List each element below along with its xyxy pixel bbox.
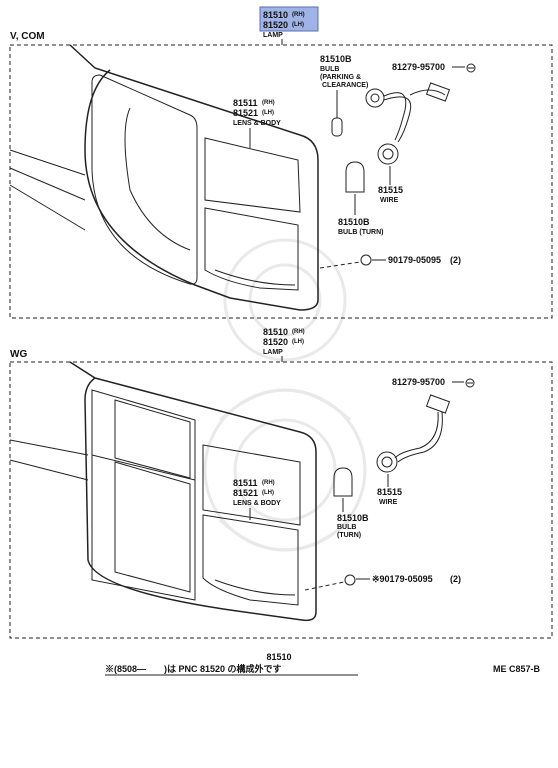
callout-name: LAMP: [263, 32, 283, 39]
section1-title: V, COM: [10, 31, 45, 42]
svg-text:(LH): (LH): [292, 339, 304, 345]
svg-text:81510B: 81510B: [320, 54, 352, 64]
svg-text:(TURN): (TURN): [337, 532, 361, 539]
svg-text:LENS & BODY: LENS & BODY: [233, 120, 281, 127]
svg-text:81510B: 81510B: [338, 217, 370, 227]
footer-ref: ME C857-B: [493, 664, 541, 674]
section1-nut[interactable]: 90179-05095 (2): [319, 254, 461, 269]
svg-text:LAMP: LAMP: [263, 349, 283, 356]
top-lamp-callout[interactable]: 81510 (RH) 81520 (LH) LAMP: [259, 6, 319, 45]
footer: 81510 ※(8508— )は PNC 81520 の構成外です ME C85…: [105, 652, 541, 676]
nut-icon: [344, 574, 356, 586]
svg-text:※90179-05095: ※90179-05095: [372, 574, 433, 584]
svg-text:90179-05095: 90179-05095: [388, 255, 441, 265]
svg-text:81515: 81515: [378, 185, 403, 195]
bulb-small-icon: [331, 117, 343, 137]
svg-text:81511: 81511: [233, 98, 258, 108]
section1-lamp-assembly[interactable]: [9, 44, 319, 311]
svg-text:BULB: BULB: [337, 524, 356, 531]
section2-wire-socket[interactable]: 81515 WIRE: [376, 394, 451, 506]
section2-title: WG: [10, 349, 27, 360]
connector-icon: [425, 82, 451, 102]
callout-highlight: [259, 6, 319, 32]
section1-bulb-turn[interactable]: 81510B BULB (TURN): [338, 161, 384, 236]
svg-text:81510: 81510: [263, 327, 288, 337]
svg-text:81521: 81521: [233, 488, 258, 498]
svg-text:81515: 81515: [377, 487, 402, 497]
svg-text:(RH): (RH): [262, 100, 275, 106]
svg-text:(2): (2): [450, 255, 461, 265]
section1-wire-socket[interactable]: 81515 WIRE: [365, 82, 451, 204]
svg-text:81510B: 81510B: [337, 513, 369, 523]
svg-text:(PARKING &: (PARKING &: [320, 74, 361, 81]
section2-lamp-callout[interactable]: 81510 (RH) 81520 (LH) LAMP: [263, 327, 305, 362]
section1-frame: [9, 44, 553, 319]
svg-text:(LH): (LH): [262, 490, 274, 496]
callout-lh: (LH): [292, 22, 304, 28]
svg-text:(2): (2): [450, 574, 461, 584]
section1-bulb-parking[interactable]: 81510B BULB (PARKING & CLEARANCE): [320, 54, 368, 137]
svg-text:WIRE: WIRE: [380, 197, 399, 204]
socket-icon: [365, 88, 385, 108]
socket-icon: [377, 143, 399, 165]
screw-icon: [466, 63, 476, 73]
svg-text:81279-95700: 81279-95700: [392, 377, 445, 387]
callout-pn-lh: 81520: [263, 20, 288, 30]
svg-text:BULB (TURN): BULB (TURN): [338, 229, 384, 236]
screw-icon: [465, 378, 475, 388]
callout-rh: (RH): [292, 12, 305, 18]
svg-text:(LH): (LH): [262, 110, 274, 116]
section2-frame: [9, 361, 553, 639]
callout-pn-rh: 81510: [263, 10, 288, 20]
svg-text:(RH): (RH): [262, 480, 275, 486]
svg-text:81279-95700: 81279-95700: [392, 62, 445, 72]
svg-text:LENS & BODY: LENS & BODY: [233, 500, 281, 507]
section2-lens-label: 81511 (RH) 81521 (LH) LENS & BODY: [233, 478, 281, 520]
svg-text:CLEARANCE): CLEARANCE): [322, 82, 368, 89]
nut-icon: [360, 254, 372, 266]
svg-text:81511: 81511: [233, 478, 258, 488]
bulb-icon: [333, 467, 353, 497]
socket-icon: [376, 451, 398, 473]
footer-pnc: 81510: [266, 652, 291, 662]
svg-text:(RH): (RH): [292, 329, 305, 335]
section2-bulb-turn[interactable]: 81510B BULB (TURN): [333, 467, 369, 539]
footer-note: ※(8508— )は PNC 81520 の構成外です: [105, 663, 282, 674]
svg-text:BULB: BULB: [320, 66, 339, 73]
section1-screw[interactable]: 81279-95700: [392, 62, 476, 73]
section1-lens-label: 81511 (RH) 81521 (LH) LENS & BODY: [233, 98, 281, 148]
section2-lamp-assembly[interactable]: [9, 361, 317, 622]
bulb-icon: [345, 161, 365, 193]
svg-text:WIRE: WIRE: [379, 499, 398, 506]
svg-text:81520: 81520: [263, 337, 288, 347]
section2-screw[interactable]: 81279-95700: [392, 377, 475, 388]
svg-text:81521: 81521: [233, 108, 258, 118]
connector-icon: [425, 394, 451, 414]
section2-nut[interactable]: ※90179-05095 (2): [304, 574, 461, 591]
watermark-emblem: [203, 238, 367, 552]
